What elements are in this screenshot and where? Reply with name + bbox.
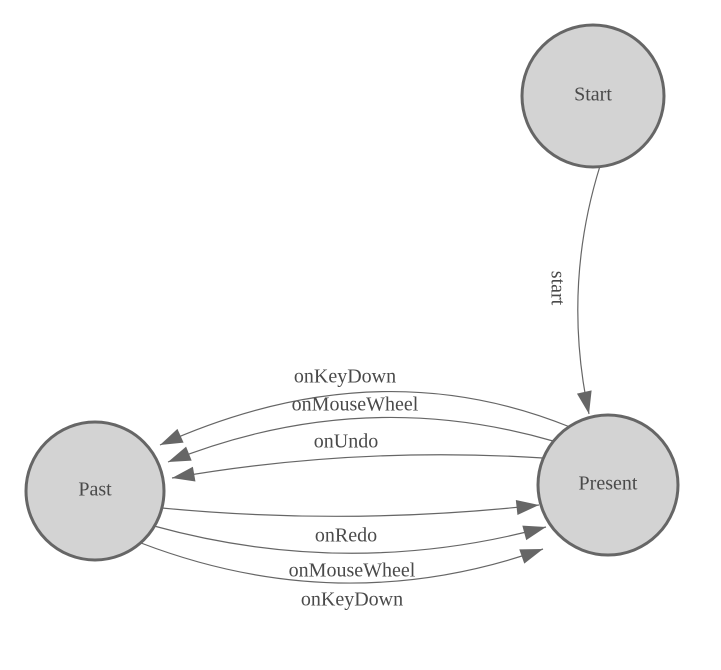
state-node-label-past: Past <box>78 479 112 501</box>
edge-present-to-past-onundo <box>171 454 544 482</box>
edge-label-past-to-present-onkeydown: onKeyDown <box>301 589 403 611</box>
edge-label-present-to-past-onmousewheel: onMouseWheel <box>292 394 419 416</box>
edge-label-present-to-past-onundo: onUndo <box>314 431 378 453</box>
state-node-past <box>24 420 166 562</box>
edge-present-to-past-onkeydown <box>159 391 571 446</box>
edge-present-to-past-onmousewheel <box>167 416 554 463</box>
state-node-start <box>520 23 666 169</box>
edge-past-to-present-onkeydown <box>140 542 544 584</box>
edge-label-start-to-present: start <box>546 271 568 306</box>
edge-label-past-to-present-onmousewheel: onMouseWheel <box>289 560 416 582</box>
state-node-label-start: Start <box>574 84 612 106</box>
edge-past-to-present-onredo <box>161 500 540 517</box>
edge-start-to-present <box>576 165 601 415</box>
edge-past-to-present-onmousewheel <box>153 525 547 554</box>
state-node-label-present: Present <box>579 473 638 495</box>
edge-label-past-to-present-onredo: onRedo <box>315 525 377 547</box>
edge-label-present-to-past-onkeydown: onKeyDown <box>294 366 396 388</box>
state-node-present <box>536 413 680 557</box>
